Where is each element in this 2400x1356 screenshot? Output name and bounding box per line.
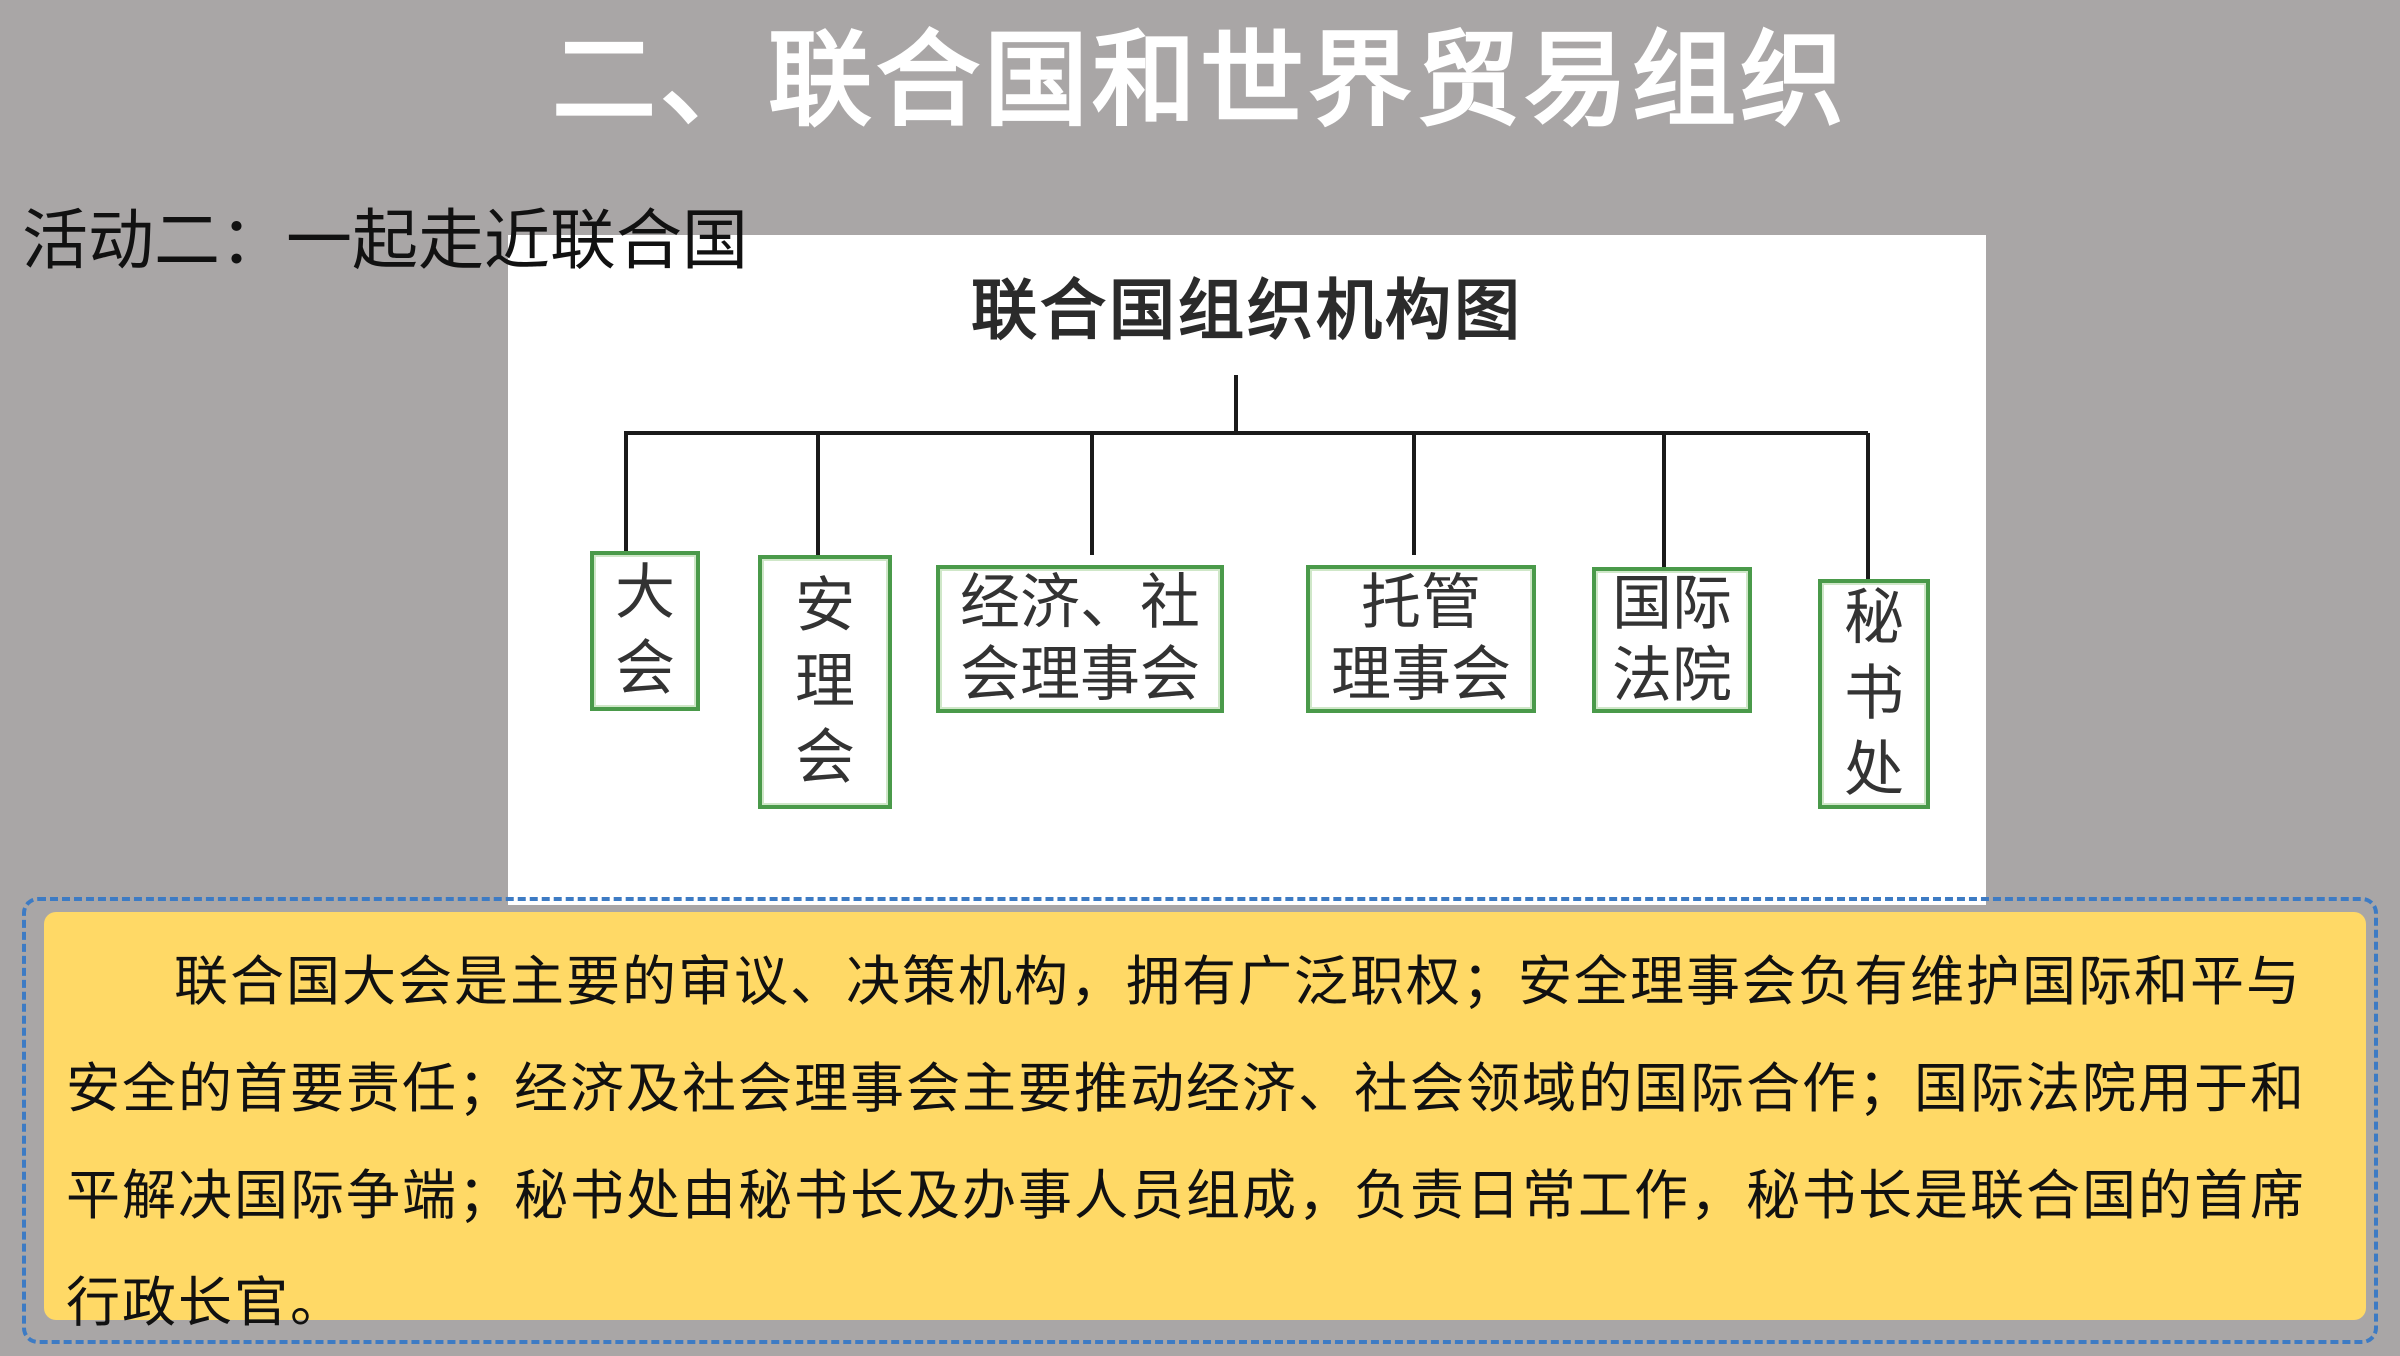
description-text: 联合国大会是主要的审议、决策机构，拥有广泛职权；安全理事会负有维护国际和平与安全…: [66, 950, 2306, 1334]
org-box-ecosoc: 经济、社 会理事会: [936, 565, 1224, 713]
organ-label: 法院: [1612, 641, 1732, 711]
org-chart-panel: 联合国组织机构图 大会 安理会 经济、社 会理事会 托管 理事会 国际 法院 秘…: [508, 235, 1986, 905]
organ-label: 秘书处: [1844, 583, 1904, 805]
description-box: 联合国大会是主要的审议、决策机构，拥有广泛职权；安全理事会负有维护国际和平与安全…: [44, 912, 2366, 1334]
org-box-secretariat: 秘书处: [1818, 579, 1930, 809]
organ-label: 托管: [1361, 568, 1481, 638]
organ-label: 理事会: [1331, 640, 1511, 710]
org-box-general-assembly: 大会: [590, 551, 700, 711]
org-box-trusteeship-council: 托管 理事会: [1306, 565, 1536, 713]
org-chart-title: 联合国组织机构图: [971, 271, 1523, 349]
org-box-icj: 国际 法院: [1592, 567, 1752, 713]
organ-label: 经济、社: [960, 568, 1200, 638]
description-frame: [22, 897, 2378, 1344]
organ-label: 国际: [1612, 569, 1732, 639]
activity-heading: 活动二：一起走近联合国: [22, 202, 748, 279]
org-box-security-council: 安理会: [758, 555, 892, 809]
organ-label: 安理会: [795, 571, 855, 793]
organ-label: 会理事会: [960, 640, 1200, 710]
slide-title: 二、联合国和世界贸易组织: [551, 19, 1848, 141]
organ-label: 大会: [615, 558, 675, 704]
org-chart-connectors: [624, 375, 1870, 579]
